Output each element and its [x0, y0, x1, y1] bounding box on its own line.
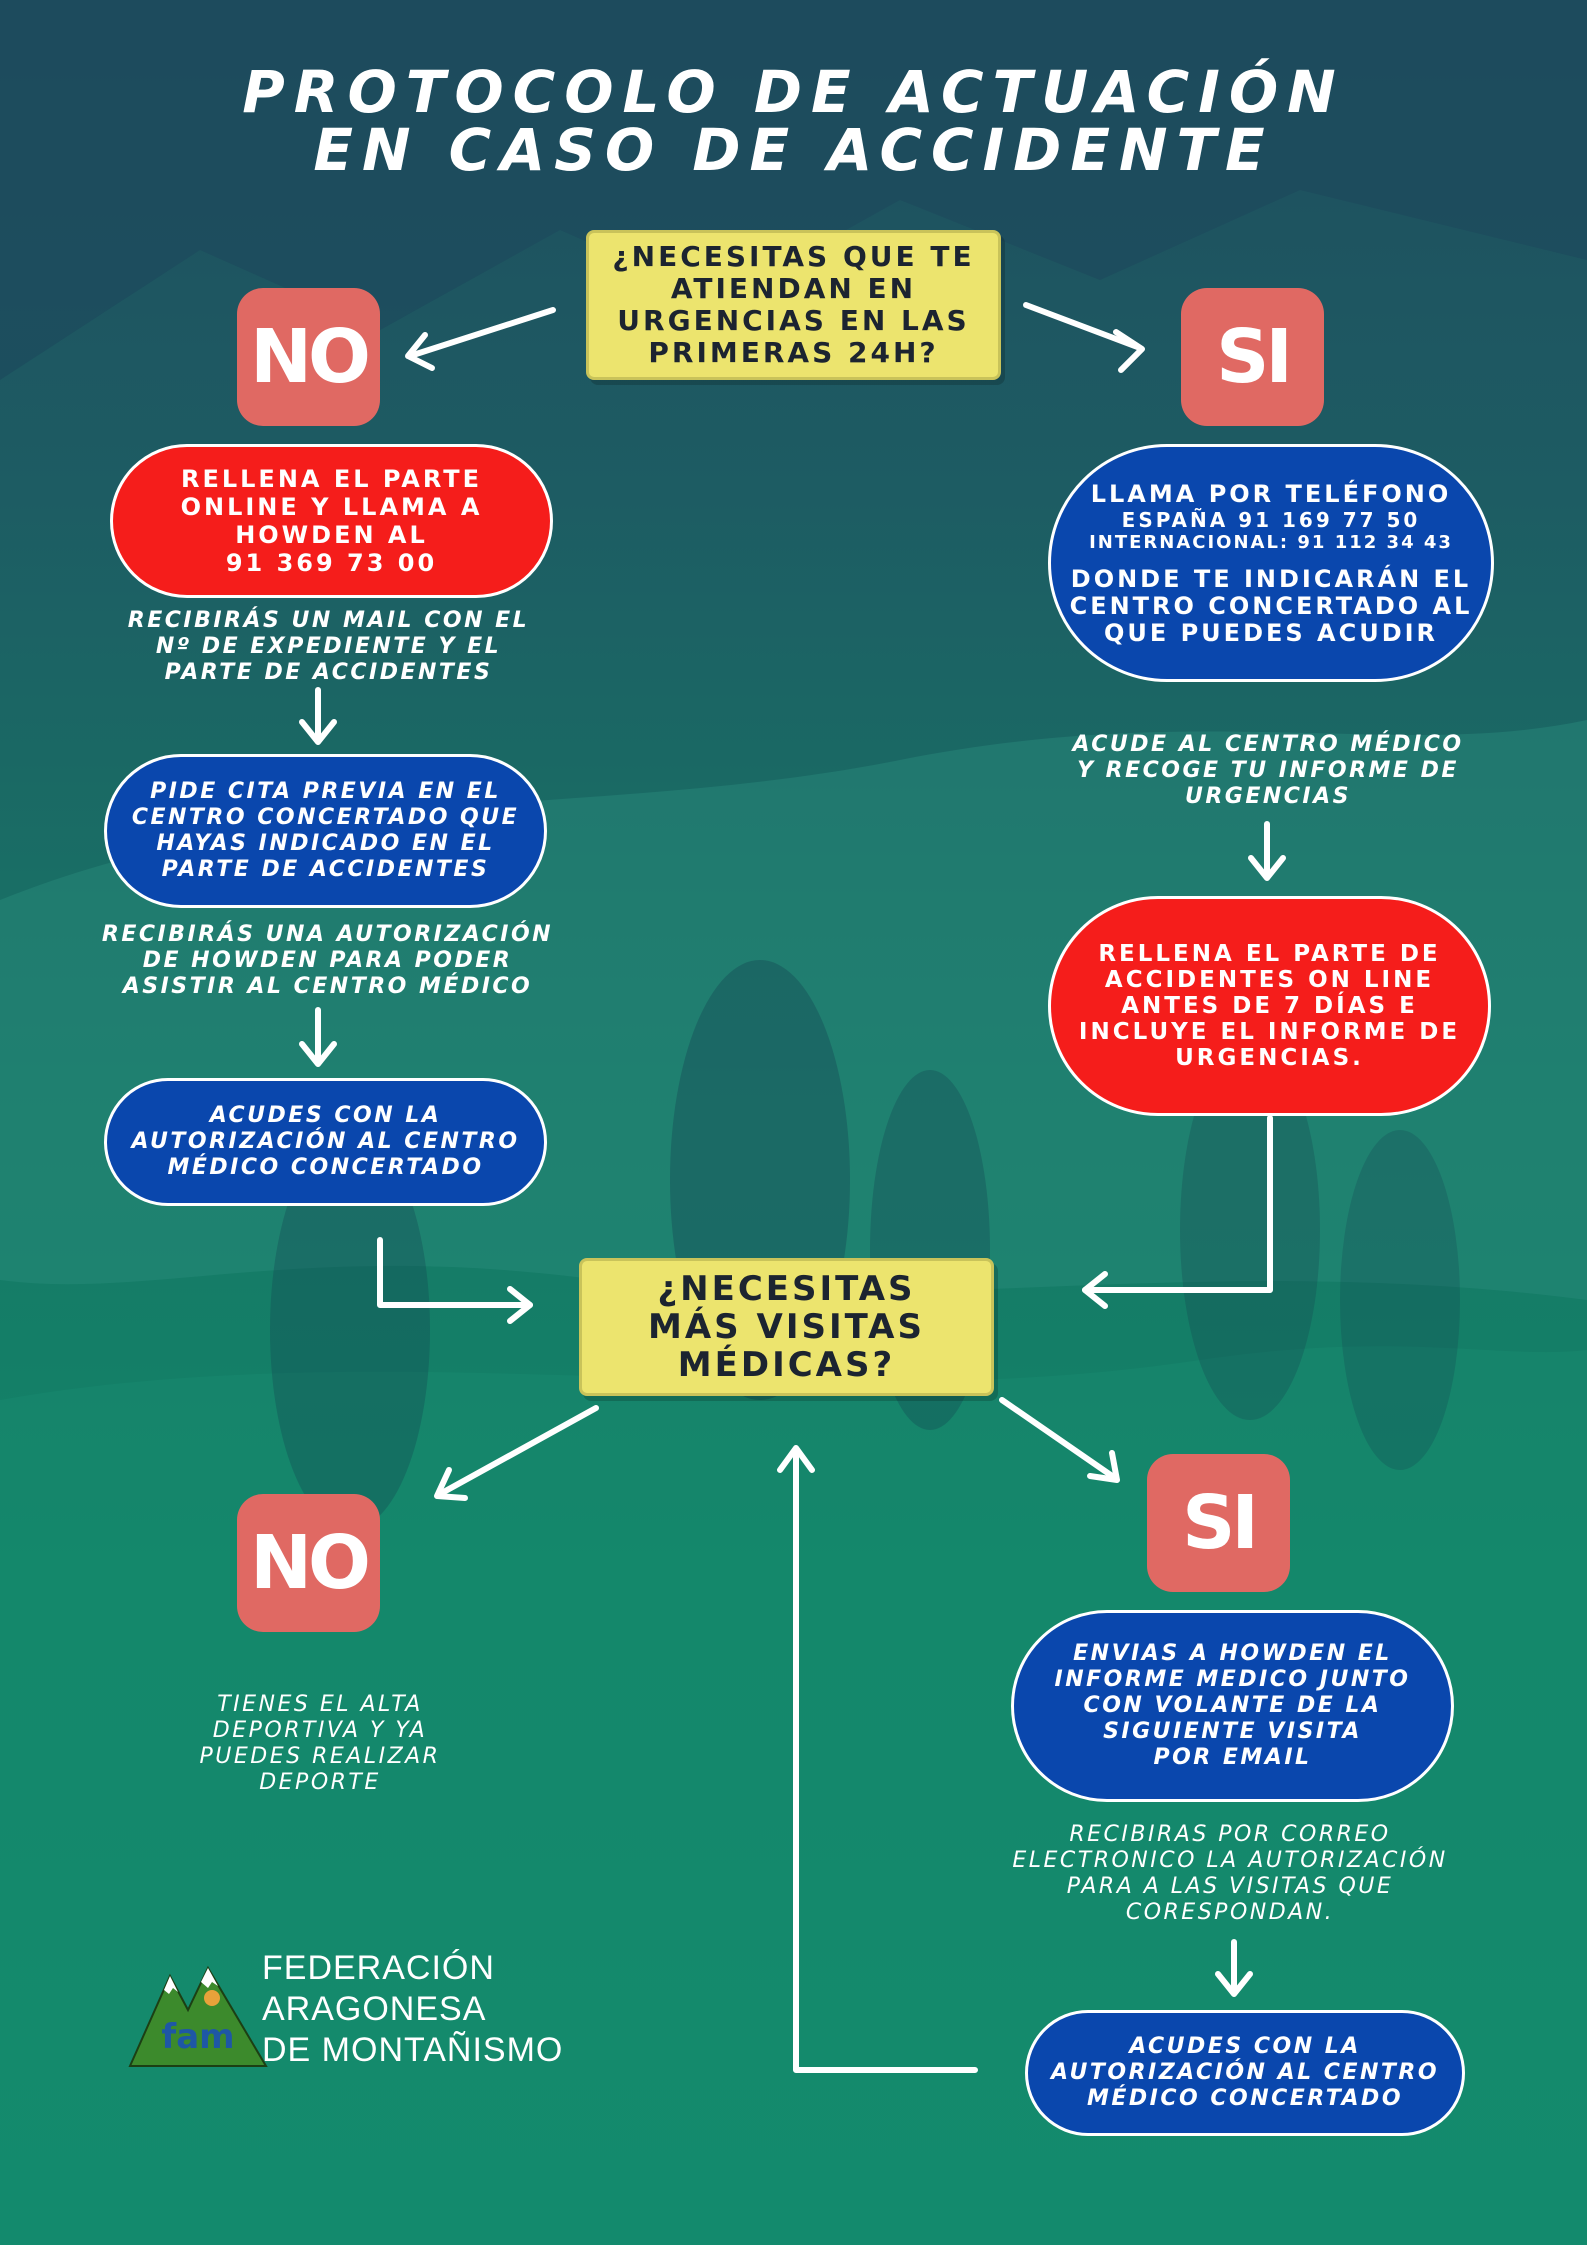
badge-no-top: NO — [237, 288, 380, 426]
step-rellena-parte-online: RELLENA EL PARTE ONLINE Y LLAMA A HOWDEN… — [110, 444, 553, 598]
badge-si-bottom: SI — [1147, 1454, 1290, 1592]
note-recibiras-correo: RECIBIRAS POR CORREO ELECTRONICO LA AUTO… — [1012, 1822, 1448, 1925]
note-alta-deportiva: TIENES EL ALTA DEPORTIVA Y YA PUEDES REA… — [199, 1692, 441, 1795]
federation-name: FEDERACIÓN ARAGONESA DE MONTAÑISMO — [262, 1948, 563, 2071]
step-acudes-autorizacion-right-text: ACUDES CON LA AUTORIZACIÓN AL CENTRO MÉD… — [1050, 2034, 1440, 2111]
step-llama-por-telefono: LLAMA POR TELÉFONO ESPAÑA 91 169 77 50 I… — [1048, 444, 1494, 682]
federation-name-line1: FEDERACIÓN — [262, 1949, 495, 1987]
call-spain: ESPAÑA 91 169 77 50 — [1121, 507, 1421, 532]
question-urgencias: ¿NECESITAS QUE TE ATIENDAN EN URGENCIAS … — [586, 230, 1001, 380]
step-rellena-parte-online-text: RELLENA EL PARTE ONLINE Y LLAMA A HOWDEN… — [180, 465, 483, 577]
step-acudes-autorizacion-left-text: ACUDES CON LA AUTORIZACIÓN AL CENTRO MÉD… — [131, 1103, 520, 1180]
page-title-line2: EN CASO DE ACCIDENTE — [313, 116, 1274, 184]
step-acudes-autorizacion-left: ACUDES CON LA AUTORIZACIÓN AL CENTRO MÉD… — [104, 1078, 547, 1206]
note-recibiras-autorizacion: RECIBIRÁS UNA AUTORIZACIÓN DE HOWDEN PAR… — [101, 922, 554, 999]
call-international: INTERNACIONAL: 91 112 34 43 — [1089, 531, 1453, 553]
note-acude-centro-medico: ACUDE AL CENTRO MÉDICO Y RECOGE TU INFOR… — [1072, 732, 1464, 809]
question-mas-visitas: ¿NECESITAS MÁS VISITAS MÉDICAS? — [579, 1258, 994, 1396]
note-recibiras-mail: RECIBIRÁS UN MAIL CON EL Nº DE EXPEDIENT… — [127, 608, 530, 685]
step-pide-cita-previa: PIDE CITA PREVIA EN EL CENTRO CONCERTADO… — [104, 754, 547, 908]
step-envias-informe-text: ENVIAS A HOWDEN EL INFORME MEDICO JUNTO … — [1054, 1641, 1411, 1770]
federation-name-line2: ARAGONESA — [262, 1990, 487, 2028]
call-title: LLAMA POR TELÉFONO — [1090, 479, 1452, 508]
step-envias-informe: ENVIAS A HOWDEN EL INFORME MEDICO JUNTO … — [1011, 1610, 1454, 1802]
step-rellena-parte-7-dias: RELLENA EL PARTE DE ACCIDENTES ON LINE A… — [1048, 896, 1491, 1116]
fam-logo-text: fam — [161, 2017, 234, 2057]
fam-logo: fam — [128, 1965, 268, 2067]
federation-name-line3: DE MONTAÑISMO — [262, 2031, 564, 2069]
step-acudes-autorizacion-right: ACUDES CON LA AUTORIZACIÓN AL CENTRO MÉD… — [1025, 2010, 1465, 2136]
step-pide-cita-previa-text: PIDE CITA PREVIA EN EL CENTRO CONCERTADO… — [131, 779, 520, 882]
call-description: DONDE TE INDICARÁN EL CENTRO CONCERTADO … — [1069, 564, 1473, 647]
step-rellena-parte-7-dias-text: RELLENA EL PARTE DE ACCIDENTES ON LINE A… — [1078, 941, 1461, 1071]
badge-no-bottom: NO — [237, 1494, 380, 1632]
badge-si-top: SI — [1181, 288, 1324, 426]
page-title-line1: PROTOCOLO DE ACTUACIÓN — [242, 58, 1345, 126]
